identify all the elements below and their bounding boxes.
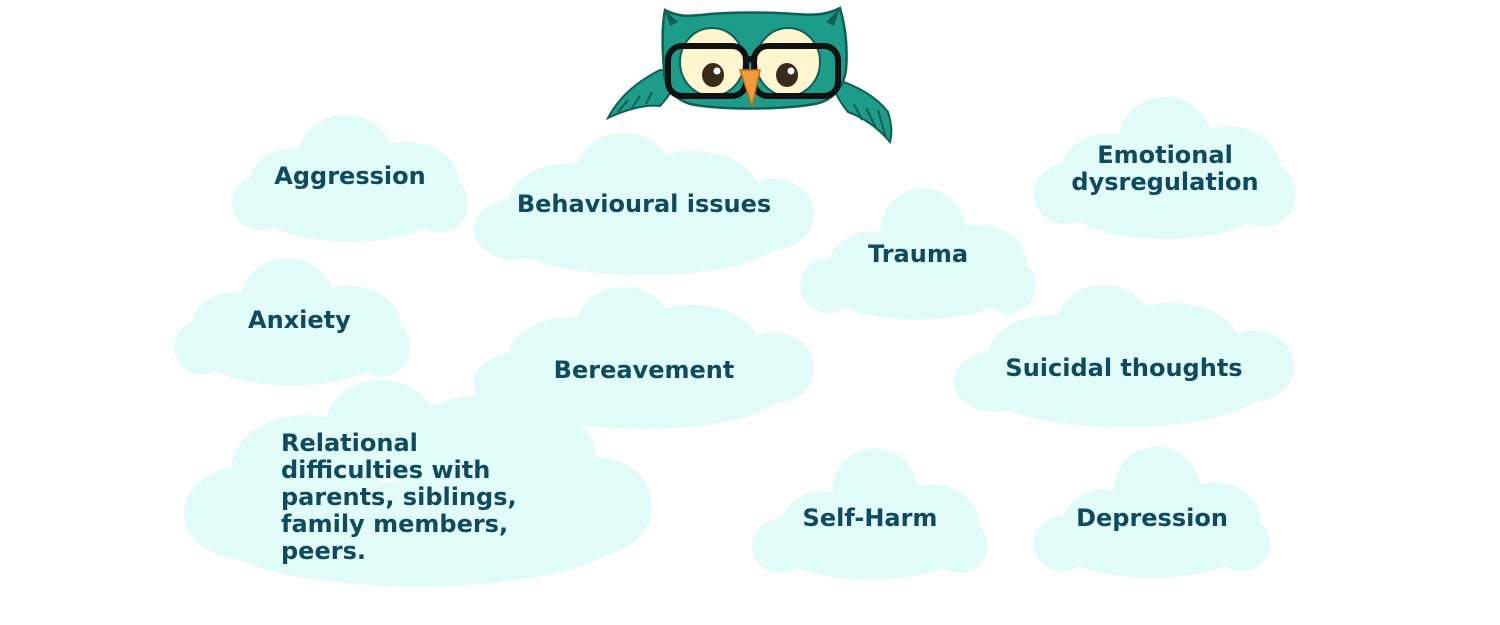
topic-label: Emotional dysregulation: [1071, 141, 1259, 196]
topic-label: Aggression: [274, 161, 426, 190]
topic-cloud-relational-difficulties: Relational difficulties with parents, si…: [184, 380, 652, 590]
topic-cloud-suicidal-thoughts: Suicidal thoughts: [954, 280, 1294, 432]
topic-cloud-trauma: Trauma: [800, 186, 1036, 322]
topic-cloud-anxiety: Anxiety: [174, 252, 410, 388]
topic-cloud-self-harm: Self-Harm: [752, 446, 988, 582]
topic-label: Behavioural issues: [516, 189, 772, 218]
owl-with-glasses-icon: [605, 6, 893, 145]
topic-label: Self-Harm: [802, 503, 938, 532]
topic-cloud-behavioural-issues: Behavioural issues: [474, 128, 814, 280]
topic-label: Anxiety: [248, 305, 351, 334]
topic-label: Suicidal thoughts: [1005, 353, 1243, 382]
topic-cloud-depression: Depression: [1034, 444, 1270, 580]
topic-cloud-emotional-dysregulation: Emotional dysregulation: [1034, 94, 1296, 244]
topic-label: Trauma: [867, 239, 969, 268]
topic-label: Bereavement: [553, 355, 735, 384]
topic-cloud-aggression: Aggression: [232, 108, 468, 244]
topic-label: Relational difficulties with parents, si…: [281, 428, 517, 565]
topic-cloud-bereavement: Bereavement: [474, 282, 814, 434]
topic-label: Depression: [1076, 503, 1228, 532]
